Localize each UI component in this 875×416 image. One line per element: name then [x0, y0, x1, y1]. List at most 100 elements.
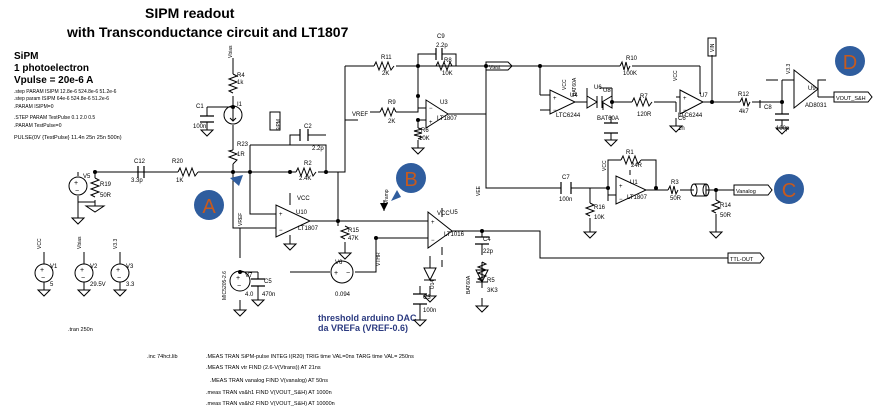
svg-text:−: − — [431, 238, 435, 244]
title-line1: SIPM readout — [145, 5, 235, 21]
meas-line-4: .meas TRAN vs&h1 FIND V(VOUT_S&H) AT 100… — [206, 390, 332, 396]
label-r7: R7 — [640, 94, 648, 100]
svg-text:−: − — [346, 270, 350, 277]
diode-d14 — [423, 267, 437, 282]
label-vanalog: Vanalog — [736, 189, 756, 195]
svg-text:LT1807: LT1807 — [298, 226, 319, 232]
svg-text:50R: 50R — [670, 196, 682, 202]
svg-text:50R: 50R — [100, 193, 112, 199]
label-vbias: Vbias — [228, 45, 234, 58]
svg-text:−: − — [553, 108, 557, 114]
svg-text:100n: 100n — [193, 124, 206, 130]
label-vbias-v2: Vbias — [77, 236, 83, 249]
label-u4: U4 — [570, 93, 578, 99]
resistor-r5 — [476, 261, 488, 282]
label-vref-in: VREF — [352, 112, 368, 118]
opamp-u7 — [679, 89, 705, 115]
opamps: + − − + + − + − + − + − — [275, 68, 819, 249]
directive-tran: .tran 250n — [68, 327, 93, 333]
capacitor-c5 — [251, 278, 265, 287]
resistor-r14 — [710, 199, 722, 214]
svg-text:1k: 1k — [237, 80, 244, 86]
marker-b — [396, 163, 426, 193]
marker-c — [774, 174, 804, 204]
svg-text:22p: 22p — [483, 249, 494, 255]
label-u10: U10 — [296, 210, 308, 216]
svg-text:29.5V: 29.5V — [90, 282, 106, 288]
marker-a-arrow — [230, 175, 243, 186]
vramp-arrow — [380, 203, 388, 211]
svg-text:AD8031: AD8031 — [805, 103, 827, 109]
svg-text:470n: 470n — [262, 292, 275, 298]
svg-text:BAT60A: BAT60A — [597, 116, 619, 122]
label-u9: U9 — [808, 86, 816, 92]
svg-text:3.3: 3.3 — [126, 282, 135, 288]
label-vin: VIN — [710, 43, 716, 52]
capacitor-c4 — [475, 236, 489, 245]
capacitor-c2 — [299, 129, 309, 141]
label-r6: R6 — [421, 128, 429, 134]
label-v7: V7 — [245, 273, 253, 279]
directive-param2: .PARAM TestPulse=0 — [14, 123, 62, 129]
resistor-r6 — [413, 127, 424, 140]
marker-d-label: D — [843, 52, 857, 74]
marker-a — [194, 190, 224, 220]
label-r10: R10 — [626, 56, 638, 62]
resistor-r4 — [227, 73, 239, 94]
marker-b-label: B — [404, 169, 417, 191]
label-r4: R4 — [237, 73, 245, 79]
label-r15: R15 — [348, 228, 360, 234]
marker-a-label: A — [202, 196, 216, 218]
voltage-source-v7 — [229, 270, 251, 292]
label-r3: R3 — [671, 180, 679, 186]
marker-d — [835, 46, 865, 76]
component-labels: R4 1k Vbias I1 C1 100n R23 1R C2 2.2p R2… — [37, 34, 866, 314]
diode-u6 — [586, 95, 598, 109]
directive-step1: .step PARAM ISIPM 12.8e-6 524.8e-6 51.2e… — [14, 89, 117, 95]
opamp-u4 — [549, 89, 577, 115]
resistor-r11 — [373, 60, 395, 72]
label-u14: U14 — [430, 280, 436, 289]
svg-text:2.2p: 2.2p — [312, 146, 324, 152]
capacitor-c1 — [200, 115, 214, 123]
svg-text:−: − — [683, 108, 687, 114]
svg-text:2.4K: 2.4K — [299, 176, 311, 182]
svg-text:47K: 47K — [348, 236, 359, 242]
info-line2: 1 photoelectron — [14, 63, 89, 74]
directive-inc: .inc 74hct.lib — [147, 354, 178, 360]
svg-text:+: + — [279, 212, 283, 218]
opamp-u9 — [793, 68, 819, 110]
label-v3: V3 — [126, 264, 134, 270]
label-r2: R2 — [304, 161, 312, 167]
label-c12: C12 — [134, 159, 146, 165]
label-r1: R1 — [626, 150, 634, 156]
net-flags — [269, 37, 873, 264]
svg-text:+: + — [40, 267, 44, 274]
svg-text:1K: 1K — [176, 178, 183, 184]
resistor-r15 — [339, 225, 351, 240]
resistor-r3 — [667, 184, 679, 196]
threshold-note-1: threshold arduino DAC — [318, 313, 417, 323]
label-i1: I1 — [237, 102, 243, 108]
label-sipm-flag: SiPM — [276, 119, 282, 131]
svg-text:LT1807: LT1807 — [627, 195, 648, 201]
info-line3: Vpulse = 20e-6 A — [14, 75, 93, 86]
svg-text:+: + — [429, 120, 433, 126]
label-c5: C5 — [264, 279, 272, 285]
diode-bat60a-lower — [475, 269, 489, 284]
capacitors — [132, 48, 789, 305]
label-vramp: Vramp — [384, 189, 390, 204]
label-vcc-u1: VCC — [602, 160, 608, 171]
resistor-r19 — [89, 177, 101, 198]
svg-text:4k7: 4k7 — [739, 109, 749, 115]
marker-c-label: C — [782, 180, 796, 202]
label-c7: C7 — [562, 175, 570, 181]
label-r23: R23 — [237, 142, 249, 148]
label-c4: C4 — [483, 237, 491, 243]
svg-text:+: + — [553, 96, 557, 102]
directive-step2: .step param ISIPM 64e-6 524.8e-6 51.2e-6 — [14, 96, 109, 102]
annotation-markers: A B C D — [194, 46, 865, 220]
svg-text:LT1016: LT1016 — [444, 232, 465, 238]
